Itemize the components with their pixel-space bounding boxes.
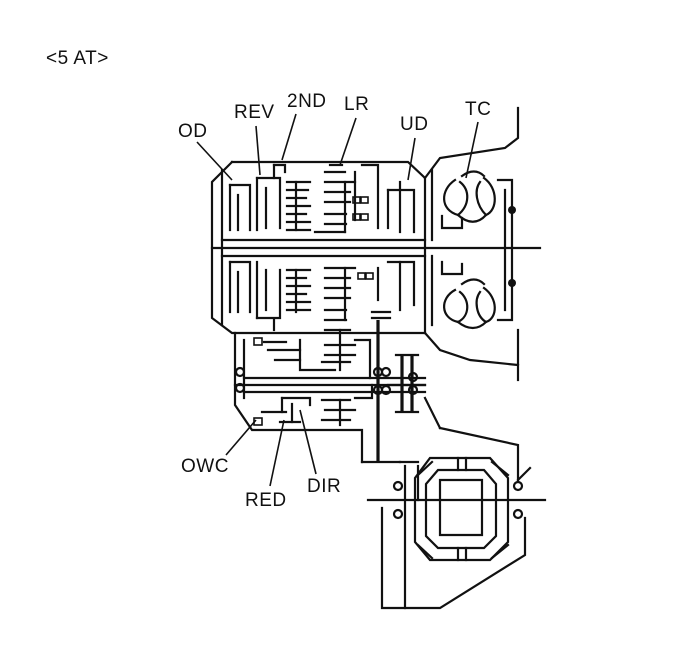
transfer-shaft	[370, 316, 427, 462]
clutch-pack-upper	[228, 163, 312, 232]
label-tc: TC	[465, 99, 492, 120]
label-od: OD	[178, 121, 208, 142]
label-owc: OWC	[181, 456, 229, 477]
reduction-gears	[234, 328, 374, 427]
label-dir: DIR	[307, 476, 342, 497]
diagram-title: <5 AT>	[46, 48, 109, 69]
label-2nd: 2ND	[287, 91, 327, 112]
label-red: RED	[245, 490, 287, 511]
torque-converter	[440, 170, 516, 330]
clutch-pack-lower	[228, 260, 416, 332]
converter-housing	[423, 106, 542, 382]
differential	[366, 456, 547, 610]
transmission-case	[210, 160, 427, 335]
ud-clutch	[386, 180, 416, 234]
label-ud: UD	[400, 114, 429, 135]
lr-planetary	[313, 163, 380, 234]
label-lr: LR	[344, 94, 370, 115]
label-rev: REV	[234, 102, 275, 123]
